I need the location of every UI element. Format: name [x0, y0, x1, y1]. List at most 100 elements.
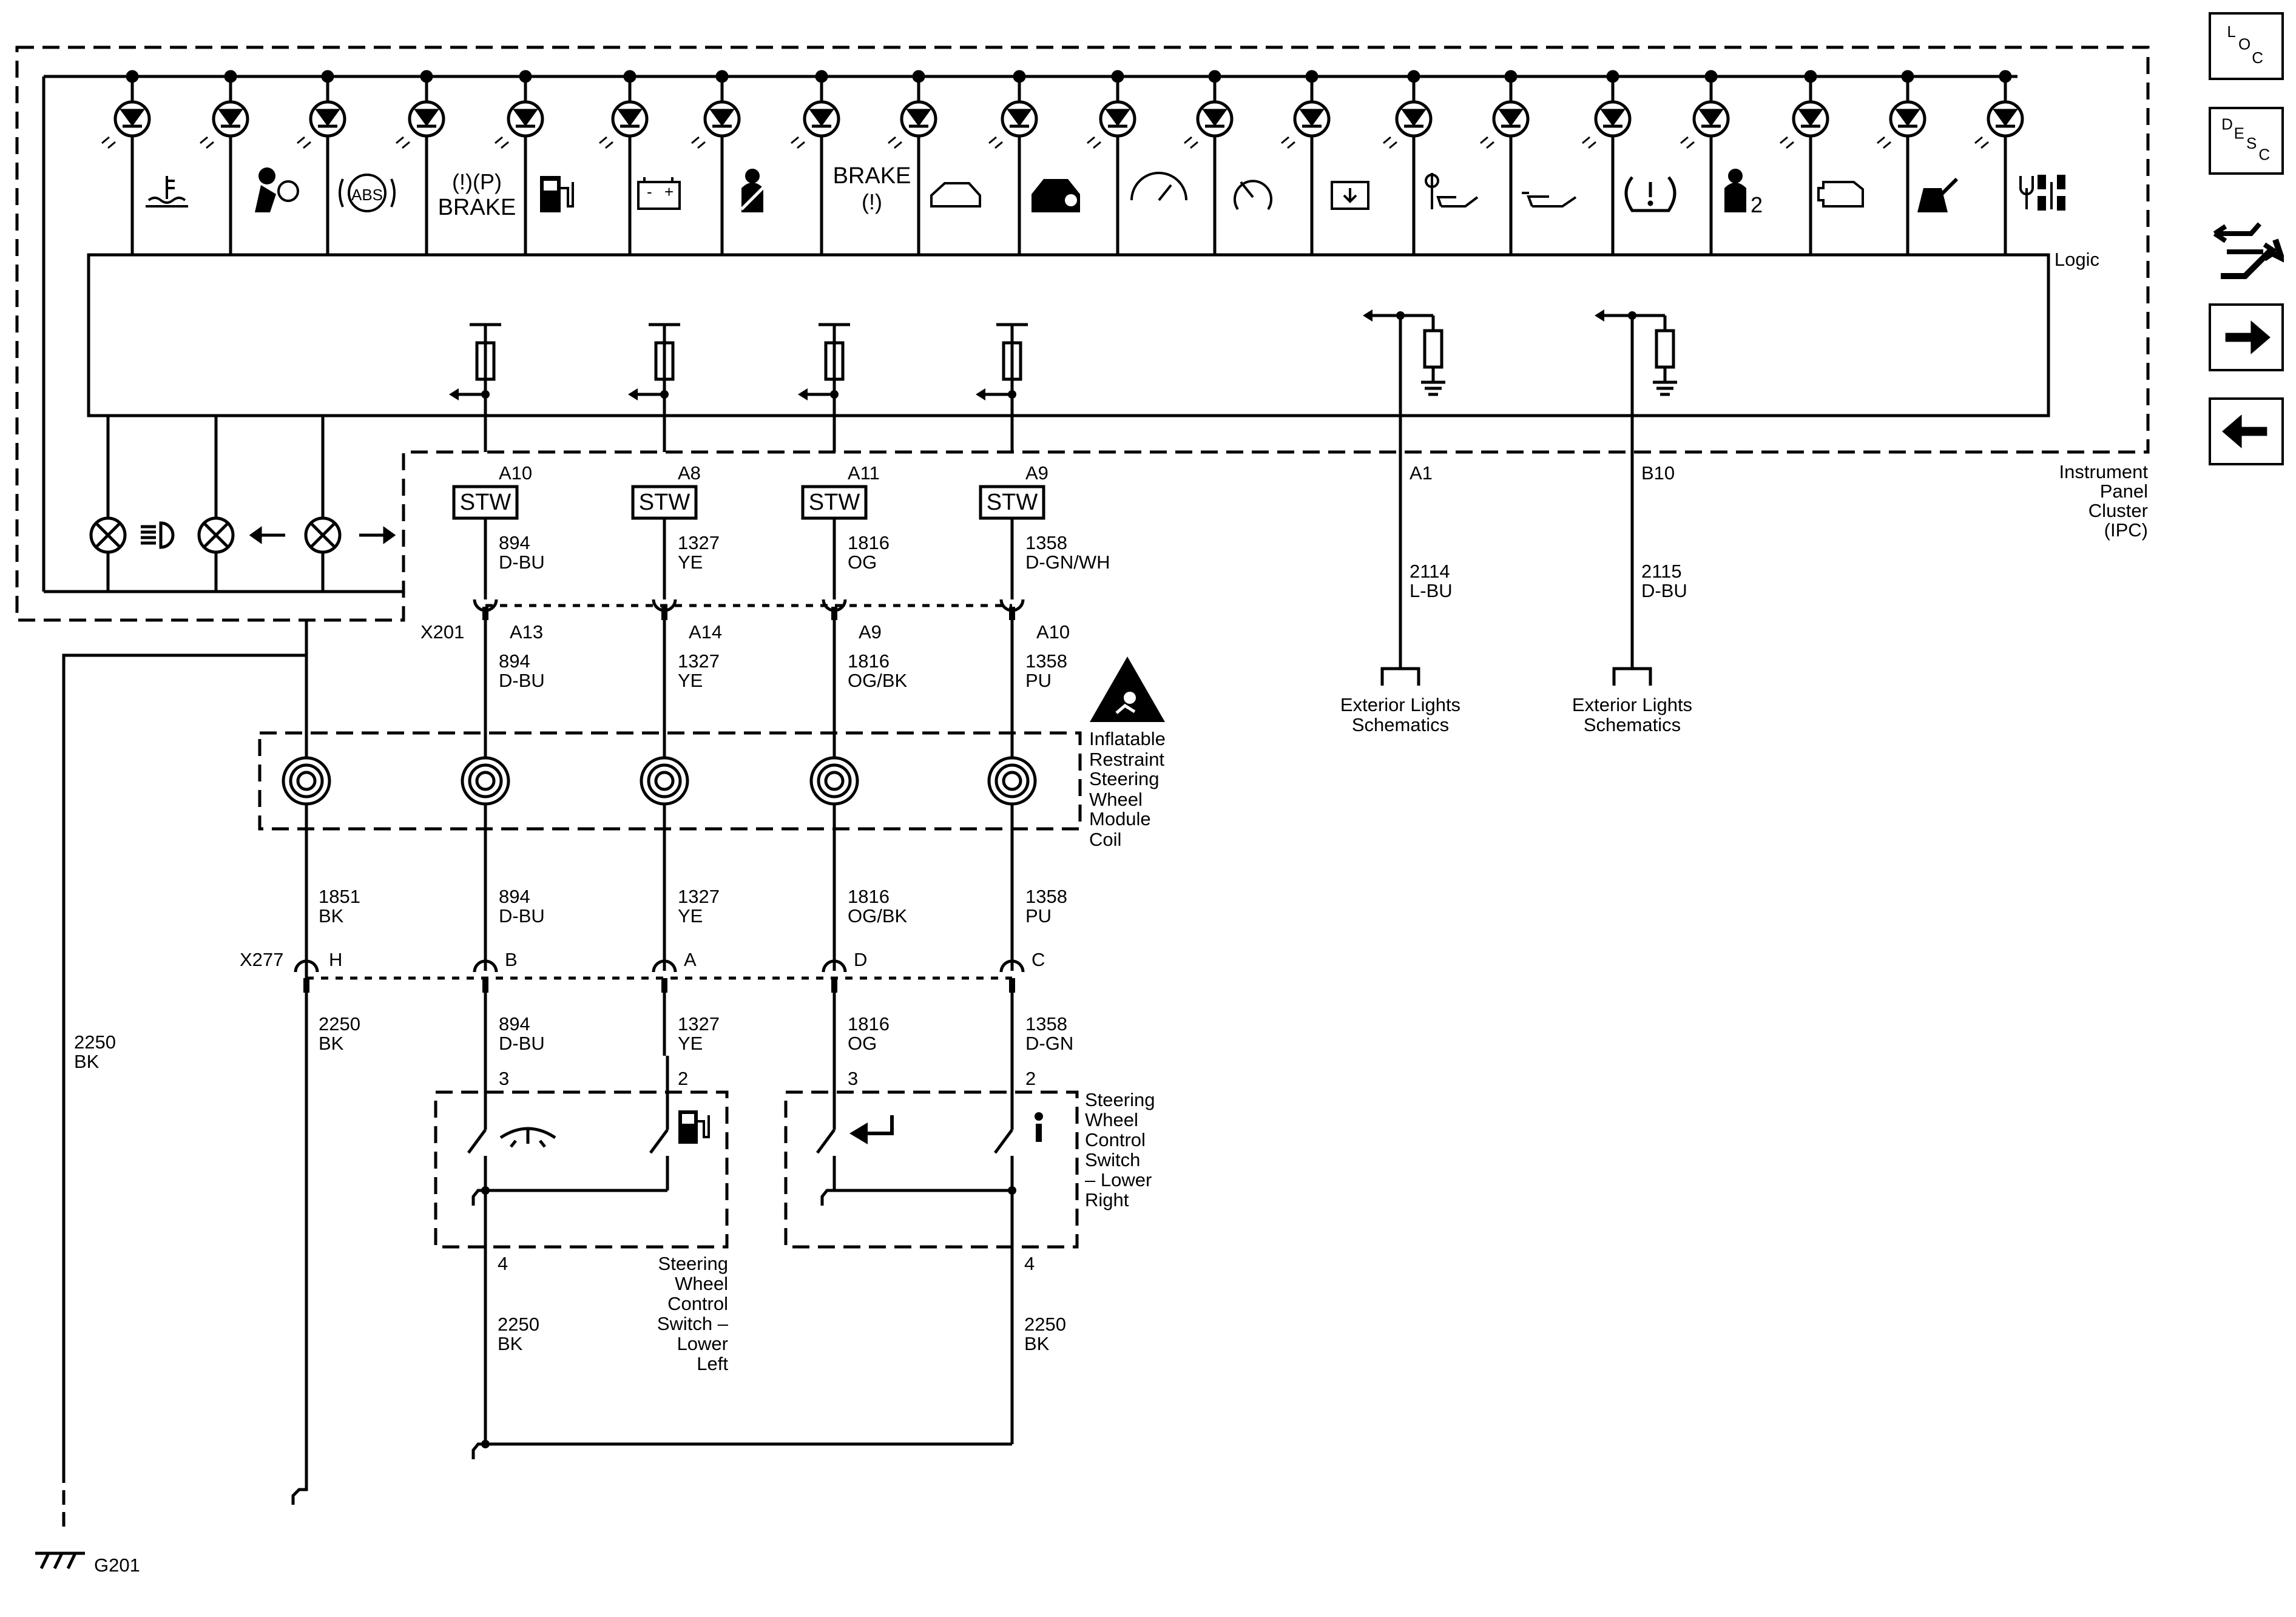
svg-text:YE: YE: [678, 1033, 703, 1054]
oil-level-icon: [1522, 192, 1577, 208]
lamp-headlamp: [89, 516, 127, 554]
circuit-column: A9STW1358D-GN/WHA101358PU1358PUC1358D-GN…: [976, 323, 1110, 1089]
resistor: [475, 341, 496, 381]
svg-text:4: 4: [1024, 1253, 1035, 1274]
svg-text:A13: A13: [510, 621, 543, 643]
svg-text:Control: Control: [1085, 1129, 1146, 1150]
indicator-led: [1184, 70, 1234, 255]
svg-text:Inflatable: Inflatable: [1089, 728, 1166, 749]
coil-spiral: [282, 756, 331, 993]
service-4wd-icon: [2019, 175, 2065, 211]
ground-g201-symbol: [35, 1551, 85, 1570]
svg-text:Wheel: Wheel: [1089, 789, 1143, 810]
svg-text:BRAKE: BRAKE: [833, 163, 911, 189]
svg-text:OG/BK: OG/BK: [848, 905, 908, 927]
resistor: [1655, 329, 1675, 369]
indicator-led: [791, 70, 840, 255]
svg-text:YE: YE: [678, 552, 703, 573]
switch-right-boundary: [784, 1090, 1079, 1249]
svg-text:1816: 1816: [848, 650, 890, 672]
svg-text:PU: PU: [1025, 670, 1052, 691]
coil-ground-wire-label: 1851 BK 2250 BK: [319, 886, 360, 1054]
svg-text:BRAKE: BRAKE: [438, 195, 516, 220]
resistor: [824, 341, 845, 381]
svg-text:(!)(P): (!)(P): [452, 169, 502, 194]
splice-label: STW: [809, 490, 860, 515]
svg-text:B10: B10: [1641, 462, 1675, 484]
svg-text:D-BU: D-BU: [1641, 580, 1687, 601]
abs-icon: ABS: [339, 174, 396, 212]
airbag-icon: [255, 167, 299, 212]
svg-text:+: +: [664, 183, 674, 201]
svg-text:D-BU: D-BU: [499, 670, 545, 691]
svg-text:OG: OG: [848, 1033, 877, 1054]
svg-text:894: 894: [499, 886, 530, 907]
splice-label: STW: [987, 490, 1038, 515]
svg-text:L: L: [2227, 22, 2235, 41]
svg-text:2: 2: [1025, 1068, 1036, 1089]
x277-pin: [294, 959, 319, 973]
svg-text:A14: A14: [689, 621, 722, 643]
svg-text:BK: BK: [74, 1051, 100, 1072]
indicator-led: [691, 70, 741, 255]
svg-text:D-BU: D-BU: [499, 552, 545, 573]
svg-text:Restraint: Restraint: [1089, 749, 1164, 770]
switch-left-boundary: [434, 1090, 729, 1249]
svg-text:2250: 2250: [74, 1031, 116, 1053]
airbag-warning-icon: [1090, 657, 1165, 722]
engine-icon: [1331, 181, 1369, 210]
oil-pressure-icon: [1425, 173, 1479, 209]
indicator-led: [988, 70, 1038, 255]
svg-text:Control: Control: [667, 1293, 728, 1314]
brake-icon: BRAKE(!): [833, 163, 911, 214]
coil-spiral: [461, 756, 510, 806]
ipc-boundary: [15, 46, 2150, 622]
svg-text:894: 894: [499, 650, 530, 672]
connector-repair-button[interactable]: [2209, 209, 2284, 294]
svg-text:B: B: [505, 949, 518, 970]
indicator-led: [101, 70, 151, 255]
svg-text:L-BU: L-BU: [1410, 580, 1453, 601]
coil-label: Inflatable Restraint Steering Wheel Modu…: [1089, 728, 1166, 850]
speedometer-icon: [1130, 172, 1187, 201]
svg-text:BK: BK: [319, 905, 344, 927]
ground-symbol: [1421, 380, 1445, 396]
svg-text:C: C: [1032, 949, 1045, 970]
svg-text:894: 894: [499, 532, 530, 553]
svg-text:2250: 2250: [1024, 1314, 1066, 1335]
svg-text:D: D: [854, 949, 867, 970]
ipc-pin: A8: [678, 462, 701, 484]
indicator-led: [1383, 70, 1433, 255]
svg-text:1327: 1327: [678, 886, 720, 907]
x277-label: X277: [240, 949, 283, 970]
logic-label: Logic: [2055, 249, 2099, 270]
svg-text:1327: 1327: [678, 532, 720, 553]
svg-text:1358: 1358: [1025, 650, 1067, 672]
passenger-seatbelt-icon: 2: [1724, 169, 1763, 217]
fuel-icon: [540, 176, 574, 212]
svg-text:O: O: [2238, 35, 2250, 53]
svg-text:1358: 1358: [1025, 532, 1067, 553]
svg-text:894: 894: [499, 1013, 530, 1035]
info-icon: [1035, 1112, 1043, 1142]
ipc-pin: A11: [848, 462, 880, 484]
svg-text:Steering: Steering: [1089, 768, 1159, 789]
svg-text:OG/BK: OG/BK: [848, 670, 908, 691]
svg-text:2: 2: [1751, 192, 1763, 217]
svg-text:D-BU: D-BU: [499, 905, 545, 927]
indicator-led: [1281, 70, 1331, 255]
x277-ground-pin: H: [329, 949, 342, 970]
svg-text:1358: 1358: [1025, 1013, 1067, 1035]
svg-text:1816: 1816: [848, 886, 890, 907]
svg-text:A10: A10: [1036, 621, 1070, 643]
previous-page-button[interactable]: [2209, 397, 2284, 465]
x277-pin: [652, 959, 677, 973]
next-page-button[interactable]: [2209, 303, 2284, 371]
ipc-name: Instrument Panel Cluster (IPC): [2059, 461, 2149, 541]
left-ground-wire-label: 2250 BK: [74, 1031, 116, 1072]
svg-text:Switch: Switch: [1085, 1149, 1140, 1170]
